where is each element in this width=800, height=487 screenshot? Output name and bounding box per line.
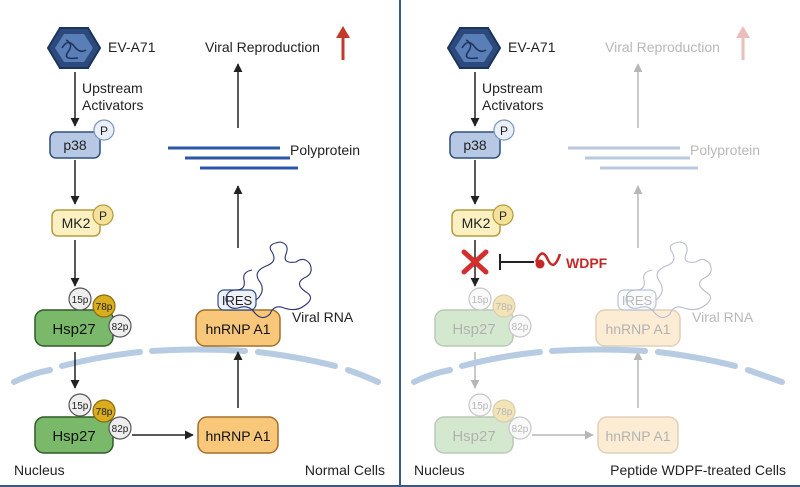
nucleus-label: Nucleus — [14, 462, 65, 478]
p38-label: p38 — [63, 137, 87, 153]
virus-label: EV-A71 — [508, 39, 556, 55]
polyprotein-label: Polyprotein — [690, 142, 760, 158]
site-15p: 15p — [472, 295, 489, 306]
virus-icon — [46, 27, 102, 69]
nuclear-site-78p: 78p — [96, 407, 113, 418]
p38-phospho: P — [100, 124, 108, 138]
right-panel: EV-A71 Upstream Activators p38 P MK2 P — [411, 26, 786, 478]
site-78p: 78p — [496, 302, 513, 313]
site-78p: 78p — [96, 302, 113, 313]
hnrnp-nuclear-label: hnRNP A1 — [205, 428, 270, 444]
upstream-line1: Upstream — [482, 80, 543, 96]
inhibited-pathway: Hsp27 15p 78p 82p Hsp27 15p 78p 82p — [434, 26, 760, 454]
upstream-line1: Upstream — [82, 80, 143, 96]
ires-label: IRES — [222, 293, 253, 308]
condition-label: Peptide WDPF-treated Cells — [610, 462, 786, 478]
hsp27-nuclear-node: Hsp27 15p 78p 82p — [434, 393, 532, 454]
hsp27-nuclear-label: Hsp27 — [52, 428, 95, 445]
mk2-node: MK2 P — [51, 204, 114, 237]
hnrnp-node: hnRNP A1 IRES — [595, 289, 681, 347]
hnrnp-label: hnRNP A1 — [605, 321, 670, 337]
hsp27-node: Hsp27 15p 78p 82p — [434, 287, 532, 347]
viral-reproduction-label: Viral Reproduction — [205, 39, 320, 55]
p38-node: p38 P — [449, 119, 515, 159]
polyprotein-lines — [568, 146, 698, 170]
p38-label: p38 — [463, 137, 487, 153]
polyprotein-label: Polyprotein — [290, 142, 360, 158]
viral-rna-label: Viral RNA — [692, 309, 754, 325]
upstream-line2: Activators — [82, 97, 143, 113]
wdpf-peptide-icon — [534, 252, 562, 269]
mk2-label: MK2 — [62, 215, 91, 231]
virus-icon — [446, 27, 502, 69]
viral-rna-label: Viral RNA — [292, 309, 354, 325]
hnrnp-nuclear-node: hnRNP A1 — [597, 416, 679, 454]
hsp27-node: Hsp27 15p 78p 82p — [34, 287, 132, 347]
hnrnp-node: hnRNP A1 IRES — [195, 289, 281, 347]
inhibition-symbol — [499, 254, 534, 270]
site-82p: 82p — [512, 322, 529, 333]
condition-label: Normal Cells — [305, 462, 385, 478]
hsp27-nuclear-label: Hsp27 — [452, 428, 495, 445]
increase-arrow-icon — [736, 26, 750, 60]
mk2-phospho: P — [499, 209, 507, 223]
mk2-label: MK2 — [462, 215, 491, 231]
p38-phospho: P — [500, 124, 508, 138]
polyprotein-lines — [168, 146, 298, 170]
nuclear-site-15p: 15p — [472, 401, 489, 412]
mk2-phospho: P — [99, 209, 107, 223]
nuclear-site-82p: 82p — [112, 424, 129, 435]
viral-reproduction-label: Viral Reproduction — [605, 39, 720, 55]
viral-rna-strand — [225, 241, 312, 319]
p38-node: p38 P — [49, 119, 115, 159]
mk2-node: MK2 P — [451, 204, 514, 237]
nuclear-site-78p: 78p — [496, 407, 513, 418]
nucleus-label: Nucleus — [414, 462, 465, 478]
nuclear-membrane — [411, 346, 785, 385]
hsp27-label: Hsp27 — [52, 321, 95, 338]
block-x-icon — [461, 249, 489, 275]
hsp27-nuclear-node: Hsp27 15p 78p 82p — [34, 393, 132, 454]
site-82p: 82p — [112, 322, 129, 333]
viral-rna-strand — [625, 241, 712, 319]
hnrnp-nuclear-node: hnRNP A1 — [197, 416, 279, 454]
inhibitor-label: WDPF — [566, 255, 608, 271]
virus-label: EV-A71 — [108, 39, 156, 55]
increase-arrow-icon — [336, 26, 350, 60]
hnrnp-nuclear-label: hnRNP A1 — [605, 428, 670, 444]
nuclear-membrane — [11, 346, 381, 385]
left-panel: EV-A71 Upstream Activators p38 P MK2 P H… — [11, 26, 385, 478]
ires-label: IRES — [622, 293, 653, 308]
nuclear-site-82p: 82p — [512, 424, 529, 435]
nuclear-site-15p: 15p — [72, 401, 89, 412]
upstream-line2: Activators — [482, 97, 543, 113]
hsp27-label: Hsp27 — [452, 321, 495, 338]
site-15p: 15p — [72, 295, 89, 306]
hnrnp-label: hnRNP A1 — [205, 321, 270, 337]
